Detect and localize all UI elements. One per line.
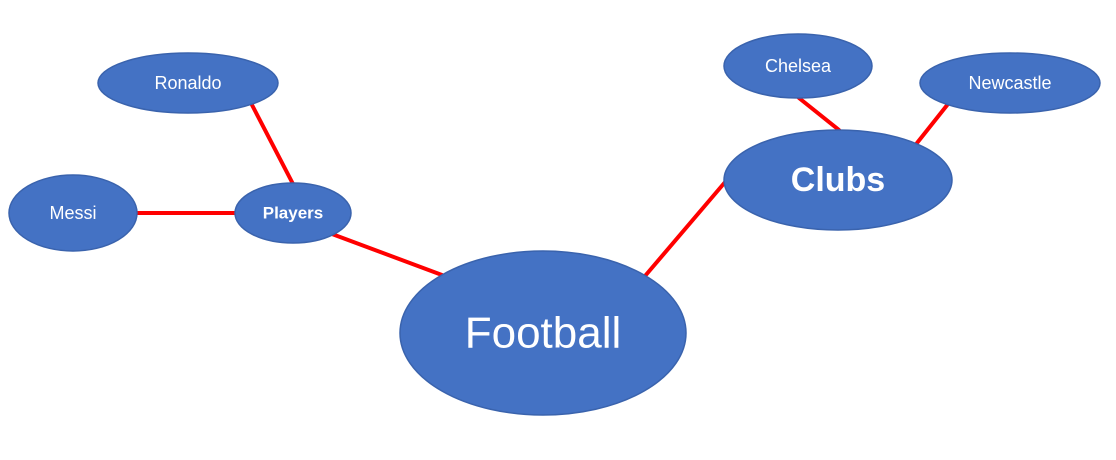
node-newcastle-label: Newcastle bbox=[968, 73, 1051, 93]
node-players-shape bbox=[234, 182, 352, 244]
node-messi-label: Messi bbox=[49, 203, 96, 223]
connector-lines bbox=[134, 96, 950, 278]
node-clubs-shape bbox=[723, 129, 953, 231]
edge-football-clubs bbox=[643, 179, 728, 278]
node-players: Players bbox=[234, 182, 352, 244]
node-messi: Messi bbox=[8, 174, 138, 252]
edge-clubs-newcastle bbox=[915, 102, 950, 145]
node-players-label: Players bbox=[263, 204, 324, 223]
node-messi-shape bbox=[8, 174, 138, 252]
node-football: Football bbox=[399, 250, 687, 416]
node-ronaldo-label: Ronaldo bbox=[154, 73, 221, 93]
edge-clubs-chelsea bbox=[797, 96, 841, 132]
edge-football-players bbox=[330, 232, 444, 277]
node-football-shape bbox=[399, 250, 687, 416]
node-newcastle: Newcastle bbox=[919, 52, 1101, 114]
node-chelsea-shape bbox=[723, 33, 873, 99]
edge-players-ronaldo bbox=[249, 101, 295, 186]
node-clubs: Clubs bbox=[723, 129, 953, 231]
node-ronaldo-shape bbox=[97, 52, 279, 114]
node-chelsea: Chelsea bbox=[723, 33, 873, 99]
node-chelsea-label: Chelsea bbox=[765, 56, 832, 76]
node-football-label: Football bbox=[465, 309, 622, 358]
node-newcastle-shape bbox=[919, 52, 1101, 114]
node-ronaldo: Ronaldo bbox=[97, 52, 279, 114]
node-clubs-label: Clubs bbox=[791, 161, 885, 199]
